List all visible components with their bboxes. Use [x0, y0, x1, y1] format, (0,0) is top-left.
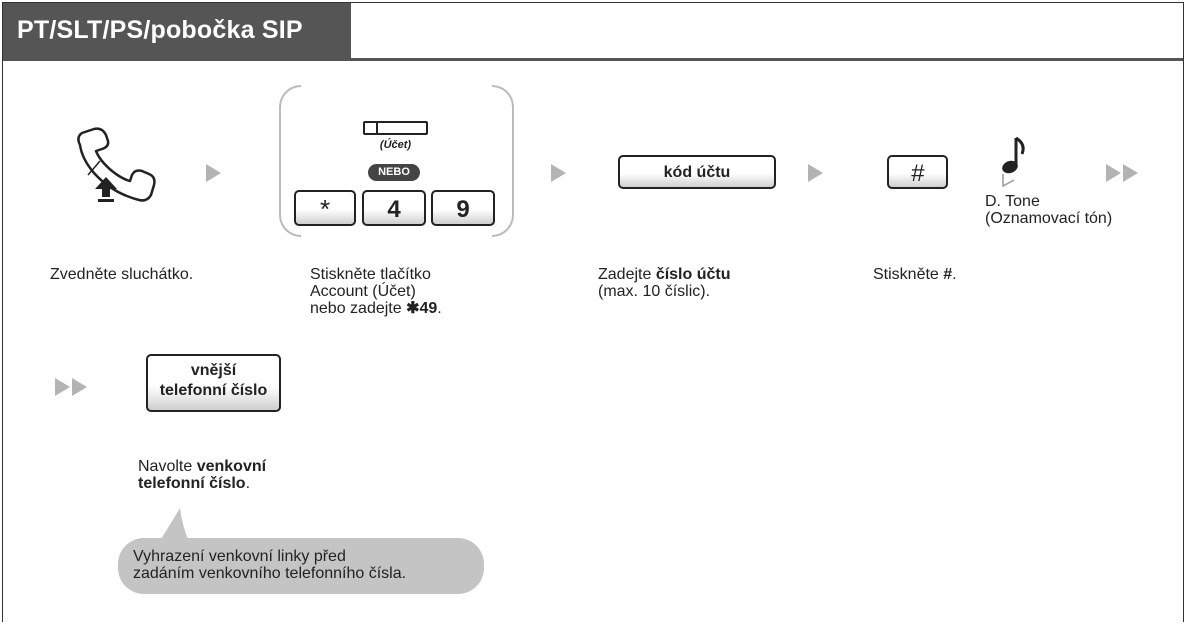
step5-caption-bold1: venkovní [196, 458, 267, 475]
hash-key[interactable]: # [887, 155, 948, 189]
step4-caption: Stiskněte #. [873, 266, 957, 283]
music-note-icon [1002, 136, 1025, 188]
star-key[interactable]: * [294, 190, 356, 226]
bracket-right [492, 85, 514, 237]
step2-caption-suffix: . [437, 300, 442, 317]
step2-caption-line1: Stiskněte tlačítko [310, 266, 431, 283]
arrow-right-icon [808, 164, 823, 182]
account-button[interactable] [363, 121, 428, 135]
step4-caption-prefix: Stiskněte [873, 266, 944, 283]
arrow-right-icon [551, 164, 566, 182]
note-bubble [118, 538, 484, 594]
step2-caption-line2: Account (Účet) [310, 283, 416, 300]
digit-9-key[interactable]: 9 [431, 190, 495, 226]
title-rule [3, 58, 1183, 61]
step4-caption-suffix: . [952, 266, 957, 283]
bubble-tail [158, 508, 190, 544]
step3-caption-line2: (max. 10 číslic). [598, 283, 711, 300]
double-arrow-right-icon [55, 378, 89, 396]
step3-caption-prefix: Zadejte [598, 266, 656, 283]
dial-tone-label: D. Tone (Oznamovací tón) [985, 193, 1112, 227]
step2-caption-prefix: nebo zadejte [310, 300, 407, 317]
dial-tone-line1: D. Tone [985, 193, 1040, 210]
step3-caption-bold: číslo účtu [655, 266, 731, 283]
step5-caption-prefix: Navolte [138, 458, 197, 475]
outside-number-key-line2: telefonní číslo [159, 382, 268, 399]
step5-caption-line2: telefonní číslo. [138, 475, 266, 492]
step2-caption: Stiskněte tlačítko Account (Účet) nebo z… [310, 266, 442, 317]
or-badge: NEBO [368, 164, 420, 181]
digit-4-key[interactable]: 4 [362, 190, 426, 226]
dial-tone-line2: (Oznamovací tón) [985, 210, 1113, 227]
step2-caption-code: ✱49 [406, 300, 438, 317]
note-line1: Vyhrazení venkovní linky před [133, 548, 346, 565]
handset-offhook-icon [77, 127, 156, 202]
step5-caption: Navolte venkovní telefonní číslo. [138, 458, 266, 492]
star-key-label: * [319, 194, 331, 224]
hash-key-label: # [910, 160, 925, 187]
digit-9-key-label: 9 [456, 196, 470, 223]
step5-caption-line1: Navolte venkovní [138, 458, 266, 475]
note-text: Vyhrazení venkovní linky před zadáním ve… [133, 548, 406, 582]
step4-caption-bold: # [943, 266, 953, 283]
step3-caption-line1: Zadejte číslo účtu [598, 266, 731, 283]
note-line2: zadáním venkovního telefonního čísla. [133, 565, 407, 582]
arrow-right-icon [206, 164, 221, 182]
step1-caption: Zvedněte sluchátko. [50, 266, 194, 283]
account-code-key-label: kód účtu [663, 164, 731, 181]
step3-caption: Zadejte číslo účtu (max. 10 číslic). [598, 266, 731, 300]
step2-caption-line3: nebo zadejte ✱49. [310, 300, 442, 317]
account-button-label: (Účet) [379, 139, 412, 151]
step5-caption-bold2: telefonní číslo [138, 475, 246, 492]
outside-number-key-line1: vnější [190, 362, 237, 379]
step5-caption-suffix: . [245, 475, 251, 492]
double-arrow-right-icon [1106, 164, 1140, 182]
page-title: PT/SLT/PS/pobočka SIP [3, 3, 351, 58]
account-code-key[interactable]: kód účtu [618, 155, 776, 189]
digit-4-key-label: 4 [387, 196, 401, 223]
outside-number-key[interactable]: vnější telefonní číslo [146, 354, 281, 412]
